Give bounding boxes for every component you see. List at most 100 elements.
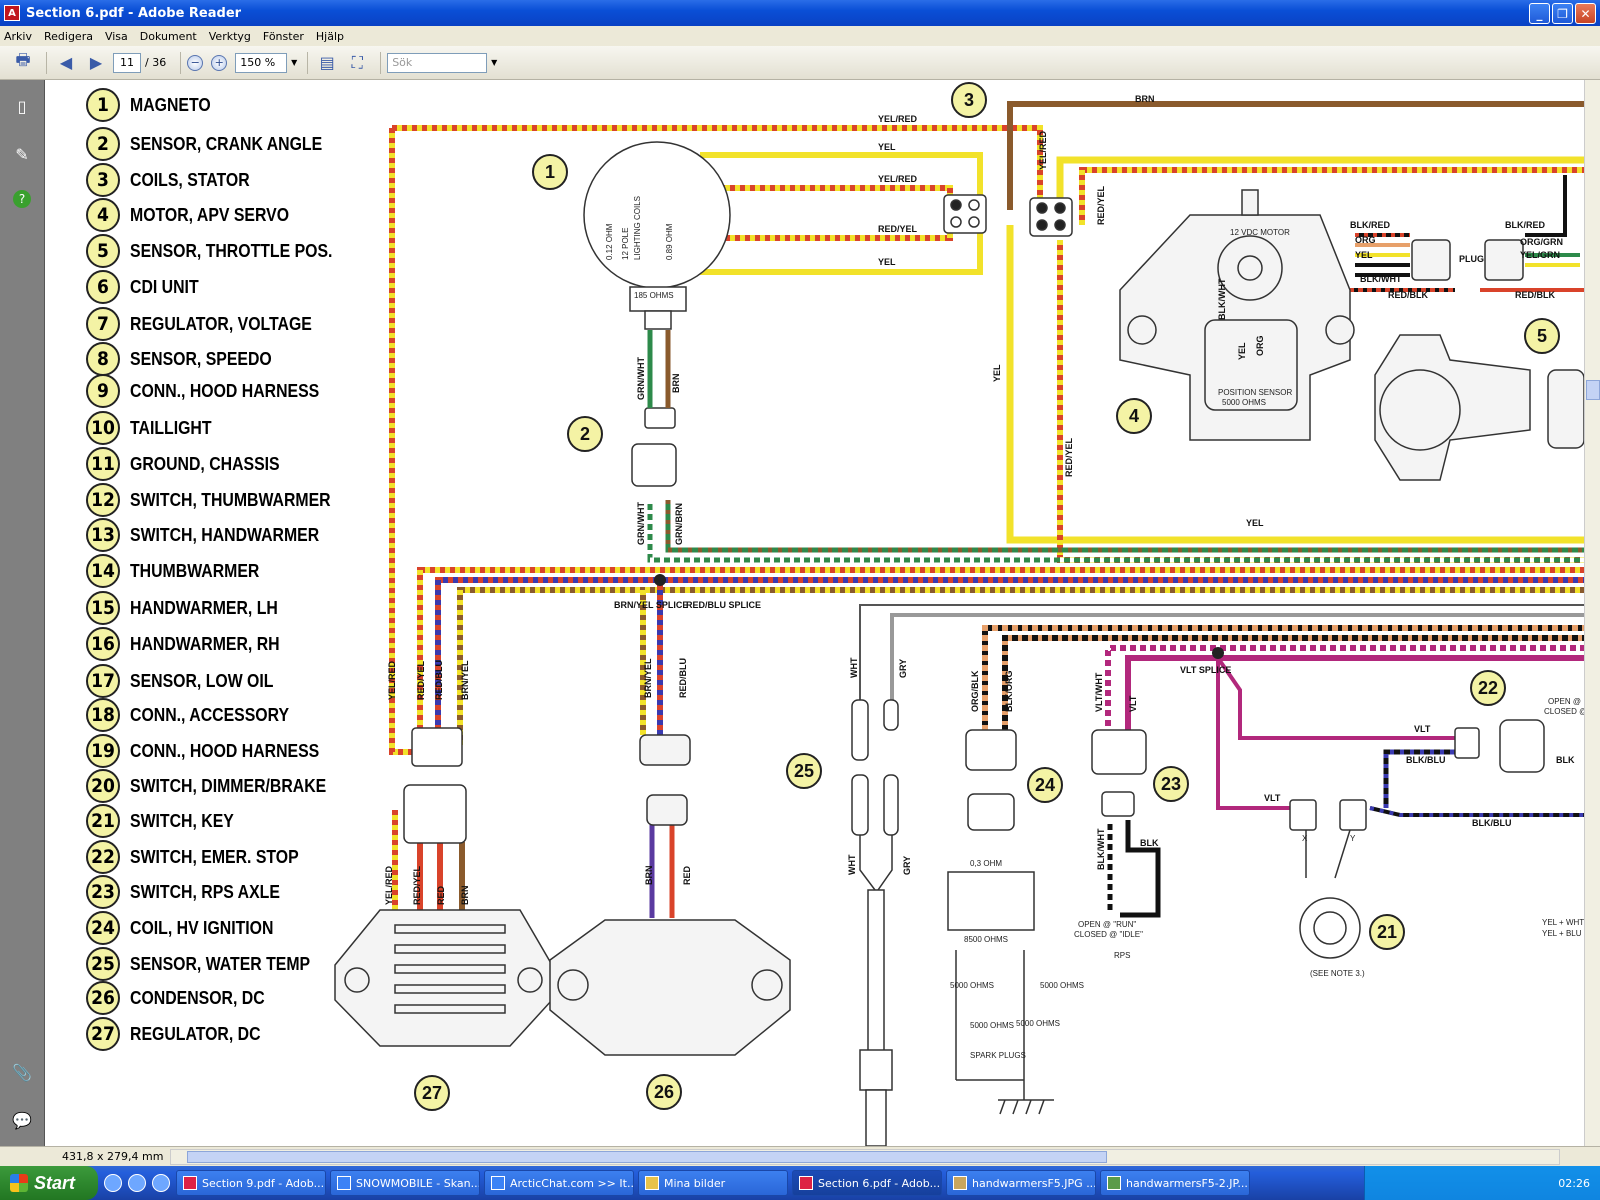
key-switch-inner — [1313, 911, 1347, 945]
horizontal-scrollbar[interactable] — [170, 1149, 1560, 1165]
pages-icon[interactable]: ▯ — [17, 96, 27, 116]
motor-label: 12 VDC MOTOR — [1230, 228, 1290, 237]
task-label: ArcticChat.com >> It... — [510, 1176, 634, 1190]
zoom-out-icon[interactable]: − — [187, 54, 204, 71]
vlt-splice-dot — [1212, 647, 1224, 659]
legend-number: 3 — [86, 163, 120, 197]
menu-hjalp[interactable]: Hjälp — [315, 29, 344, 43]
task-item[interactable]: ArcticChat.com >> It... — [484, 1170, 634, 1196]
legend-number: 23 — [86, 875, 120, 909]
zoom-dropdown-icon[interactable]: ▼ — [291, 58, 298, 67]
callout-num-1: 1 — [545, 162, 555, 182]
task-item[interactable]: Mina bilder — [638, 1170, 788, 1196]
temp-socket-gry — [883, 774, 899, 836]
vertical-scrollbar[interactable] — [1584, 80, 1600, 1146]
label-vlt-vert: VLT — [1128, 695, 1138, 712]
label-gry-lower: GRY — [902, 856, 912, 875]
close-button[interactable]: ✕ — [1575, 3, 1596, 24]
temp-hex — [859, 1049, 893, 1091]
print-icon[interactable]: 🖶 — [15, 50, 31, 69]
signatures-icon[interactable]: ✎ — [15, 144, 29, 164]
ie-icon[interactable] — [104, 1174, 122, 1192]
label-yel-magneto-bottom: YEL — [878, 257, 896, 267]
fit-width-icon[interactable]: ⛶ — [351, 52, 363, 72]
media-icon[interactable] — [128, 1174, 146, 1192]
task-item[interactable]: Section 9.pdf - Adob... — [176, 1170, 326, 1196]
magneto-pole: 12 POLE — [621, 228, 630, 260]
browser-icon[interactable] — [152, 1174, 170, 1192]
task-item[interactable]: handwarmersF5.JPG ... — [946, 1170, 1096, 1196]
wire-blk-blu-right-stripe — [1369, 806, 1584, 817]
label-blk-blu-estop: BLK/BLU — [1406, 755, 1446, 765]
clock[interactable]: 02:26 — [1558, 1176, 1590, 1190]
task-item[interactable]: handwarmersF5-2.JP... — [1100, 1170, 1250, 1196]
task-item[interactable]: SNOWMOBILE - Skan... — [330, 1170, 480, 1196]
help-icon[interactable]: ? — [13, 190, 31, 208]
stator-plug-right — [1029, 197, 1073, 237]
legend-number: 1 — [86, 88, 120, 122]
throttle-position-sensor — [1374, 334, 1584, 481]
menu-arkiv[interactable]: Arkiv — [4, 29, 32, 43]
regulator-mount-right — [517, 967, 543, 993]
legend-label: SWITCH, HANDWARMER — [130, 524, 320, 545]
next-page-icon[interactable]: ▶ — [89, 53, 103, 72]
label-gry: GRY — [898, 659, 908, 678]
pdf-icon — [183, 1176, 197, 1190]
condensor-mount-right — [751, 969, 783, 1001]
wire-blk-org-stripe — [1002, 635, 1584, 735]
task-label: Section 9.pdf - Adob... — [202, 1176, 325, 1190]
label-blk-blu-right: BLK/BLU — [1472, 818, 1512, 828]
legend-label: CDI UNIT — [130, 276, 199, 297]
horizontal-scroll-thumb[interactable] — [187, 1151, 1107, 1163]
search-dropdown-icon[interactable]: ▼ — [491, 58, 498, 67]
attachments-icon[interactable]: 📎 — [12, 1062, 32, 1082]
zoom-input[interactable]: 150 % — [235, 52, 288, 73]
menu-dokument[interactable]: Dokument — [139, 29, 197, 43]
temp-wires — [859, 835, 893, 891]
dc-regulator — [334, 909, 553, 1047]
previous-page-icon[interactable]: ◀ — [59, 53, 73, 72]
task-item[interactable]: Section 6.pdf - Adob... — [792, 1170, 942, 1196]
comments-icon[interactable]: 💬 — [12, 1110, 32, 1130]
temp-tip — [865, 1089, 887, 1146]
label-yel-right: YEL — [1246, 518, 1264, 528]
legend-number: 2 — [86, 127, 120, 161]
temp-plug-wht — [851, 699, 869, 761]
menu-redigera[interactable]: Redigera — [43, 29, 93, 43]
legend-number: 20 — [86, 769, 120, 803]
toolbar: 🖶 ◀ ▶ 11 / 36 − + 150 % ▼ ▤ ⛶ Sök ▼ — [0, 46, 1600, 80]
callout-num-2: 2 — [580, 424, 590, 444]
minimize-button[interactable]: _ — [1529, 3, 1550, 24]
zoom-in-icon[interactable]: + — [211, 54, 228, 71]
page-total: / 36 — [145, 56, 167, 69]
estop-plug — [1454, 727, 1480, 759]
menu-verktyg[interactable]: Verktyg — [208, 29, 251, 43]
search-input[interactable]: Sök — [387, 52, 488, 73]
fit-page-icon[interactable]: ▤ — [319, 53, 335, 72]
start-button[interactable]: Start — [0, 1166, 98, 1200]
callout-23 — [1153, 766, 1189, 802]
page-number-input[interactable]: 11 — [113, 52, 141, 73]
magneto-body — [583, 141, 731, 289]
status-bar: 431,8 x 279,4 mm — [0, 1146, 1600, 1166]
legend-label: SWITCH, KEY — [130, 810, 234, 831]
servo-motor-center — [1237, 255, 1263, 281]
callout-num-25: 25 — [794, 761, 814, 781]
yel-wht-note: YEL + WHT — [1542, 918, 1584, 927]
quick-launch — [104, 1174, 170, 1192]
legend-label: SENSOR, CRANK ANGLE — [130, 133, 323, 154]
windows-logo-icon — [10, 1174, 28, 1192]
sensor-ohms: 5000 OHMS — [1222, 398, 1266, 407]
menu-fonster[interactable]: Fönster — [262, 29, 304, 43]
vertical-scroll-thumb[interactable] — [1586, 380, 1600, 400]
image-viewer-icon — [1107, 1176, 1121, 1190]
label-red-yel-left: RED/YEL — [416, 660, 426, 700]
restore-button[interactable]: ❐ — [1552, 3, 1573, 24]
menu-visa[interactable]: Visa — [104, 29, 128, 43]
